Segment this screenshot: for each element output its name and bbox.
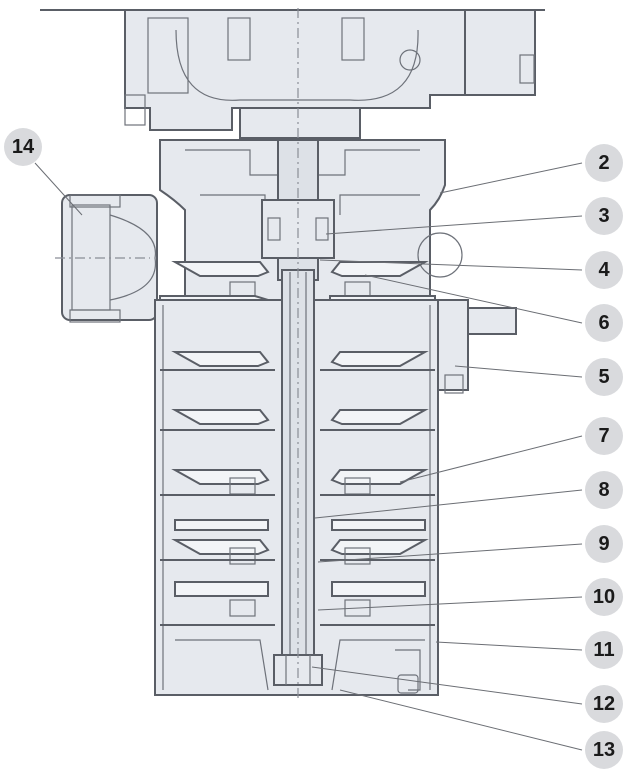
leader-9 <box>317 543 583 563</box>
leader-12 <box>311 666 583 705</box>
leader-6 <box>364 274 583 324</box>
drain-flange <box>437 299 517 394</box>
leader-11 <box>435 641 583 651</box>
callout-11: 11 <box>585 631 623 669</box>
callout-badge-3 <box>585 197 623 235</box>
callout-9: 9 <box>585 525 623 563</box>
leader-2 <box>439 162 583 194</box>
callout-badge-6 <box>585 304 623 342</box>
leader-7 <box>399 435 583 483</box>
callout-label-12: 12 <box>593 693 615 715</box>
motor-housing <box>40 9 545 131</box>
callout-label-13: 13 <box>593 739 615 761</box>
leader-3 <box>325 215 583 235</box>
callout-badge-13 <box>585 731 623 769</box>
callout-label-9: 9 <box>598 533 609 555</box>
callout-label-11: 11 <box>593 639 614 661</box>
callout-badge-8 <box>585 471 623 509</box>
callout-label-14: 14 <box>12 136 35 158</box>
callout-2: 2 <box>585 144 623 182</box>
leader-14 <box>34 162 83 216</box>
leader-8 <box>314 489 583 519</box>
callout-label-10: 10 <box>593 586 615 608</box>
callout-label-3: 3 <box>598 205 609 227</box>
leader-13 <box>339 689 583 751</box>
callout-label-8: 8 <box>598 479 609 501</box>
callout-3: 3 <box>585 197 623 235</box>
callout-label-7: 7 <box>598 425 609 447</box>
callout-badge-4 <box>585 251 623 289</box>
callout-badge-11 <box>585 631 623 669</box>
callout-5: 5 <box>585 358 623 396</box>
callout-badge-14 <box>4 128 42 166</box>
callout-13: 13 <box>585 731 623 769</box>
callout-badge-9 <box>585 525 623 563</box>
callout-label-6: 6 <box>598 312 609 334</box>
callout-label-5: 5 <box>598 366 609 388</box>
impeller-stages <box>159 261 436 694</box>
callout-badge-12 <box>585 685 623 723</box>
callout-6: 6 <box>585 304 623 342</box>
callout-label-4: 4 <box>598 259 610 281</box>
leader-lines <box>34 162 583 751</box>
leader-5 <box>454 365 583 378</box>
callout-10: 10 <box>585 578 623 616</box>
callout-badge-2 <box>585 144 623 182</box>
callout-14: 14 <box>4 128 42 166</box>
callout-badge-10 <box>585 578 623 616</box>
leader-10 <box>317 596 583 611</box>
leader-4 <box>319 259 583 271</box>
pump-shaft <box>55 8 335 700</box>
callout-7: 7 <box>585 417 623 455</box>
callout-12: 12 <box>585 685 623 723</box>
callout-4: 4 <box>585 251 623 289</box>
callout-badge-7 <box>585 417 623 455</box>
callout-badge-5 <box>585 358 623 396</box>
callout-8: 8 <box>585 471 623 509</box>
callout-label-2: 2 <box>598 152 609 174</box>
